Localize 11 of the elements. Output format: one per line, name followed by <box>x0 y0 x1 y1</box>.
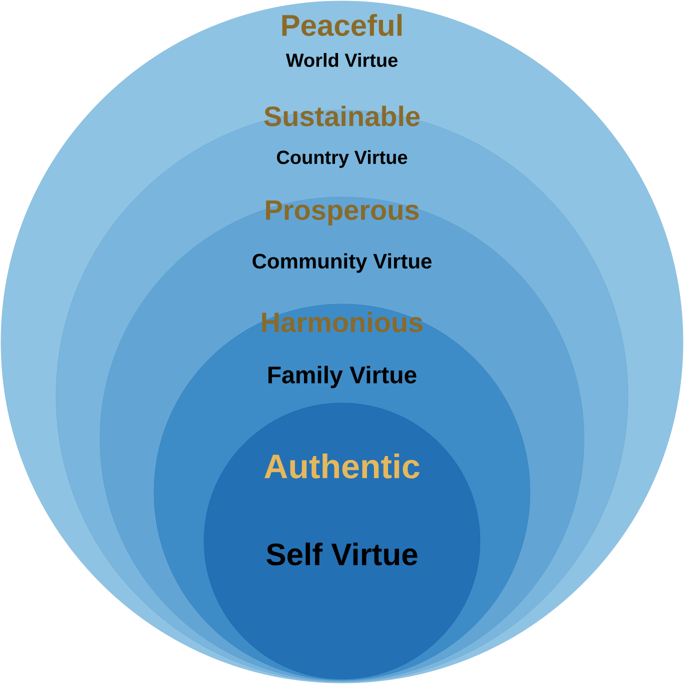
heading: Peaceful <box>282 14 402 36</box>
label: Self Virtue <box>266 542 418 566</box>
label: Family Virtue <box>268 366 416 388</box>
heading: Authentic <box>264 454 420 478</box>
heading: Prosperous <box>266 200 419 226</box>
label: World Virtue <box>286 53 398 67</box>
label: Country Virtue <box>276 150 408 168</box>
circle-band <box>204 402 480 680</box>
label: Community Virtue <box>252 253 432 273</box>
heading: Harmonious <box>262 312 423 332</box>
heading: Sustainable <box>264 106 420 126</box>
